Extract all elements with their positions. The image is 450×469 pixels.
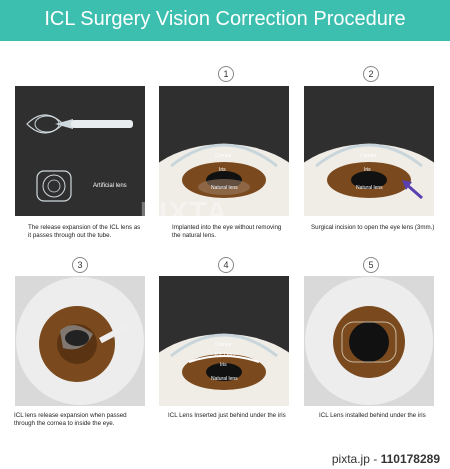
caption-lens-expansion: ICL lens release expansion when passed t… — [14, 412, 127, 427]
step-number-3: 3 — [72, 257, 88, 273]
footer-brand: pixta.jp — [331, 452, 370, 466]
panel-eye-front-installed — [304, 276, 434, 406]
eye-cross-section-1 — [159, 143, 289, 216]
cornea-label: Cornea — [215, 342, 232, 348]
eye-cross-section-icl — [159, 333, 289, 406]
eye-cross-section-2 — [304, 143, 434, 216]
eye-front-installed — [305, 277, 433, 405]
footer: pixta.jp - 110178289 — [0, 449, 450, 469]
panel-lens-injector: Artificial lens — [15, 86, 145, 216]
page-title: ICL Surgery Vision Correction Procedure — [44, 8, 406, 30]
icl-lens-label: ICL Lens — [215, 352, 235, 358]
caption-icl-installed: ICL Lens installed behind under the iris — [319, 412, 426, 419]
caption-icl-inserted: ICL Lens Inserted just behind under the … — [168, 412, 286, 419]
panel-eye-cross-section-icl: Cornea ICL Lens Iris Natural lens — [159, 276, 289, 406]
cornea-label: Cornea — [215, 153, 232, 159]
caption-implanted: Implanted into the eye without removing … — [172, 224, 282, 239]
watermark: FIXTA — [140, 196, 229, 227]
step-number-1: 1 — [218, 66, 234, 82]
cornea-label: Cornea — [360, 153, 377, 159]
panel-eye-cross-section-1: Cornea Iris Natural lens — [159, 86, 289, 216]
step-number-5: 5 — [363, 257, 379, 273]
eye-front-injector — [16, 277, 144, 405]
caption-lens-release: The release expansion of the ICL lens as… — [28, 224, 141, 239]
footer-credit: pixta.jp - 110178289 — [332, 452, 440, 466]
caption-incision: Surgical incision to open the eye lens (… — [311, 224, 435, 231]
step-number-4: 4 — [218, 257, 234, 273]
artificial-lens-label: Artificial lens — [93, 183, 127, 189]
natural-lens-label: Natural lens — [211, 185, 238, 191]
iris-label: Iris — [220, 362, 227, 368]
footer-id: 110178289 — [380, 452, 440, 466]
iris-label: Iris — [219, 167, 226, 173]
natural-lens-label: Natural lens — [356, 185, 383, 191]
step-number-2: 2 — [363, 66, 379, 82]
panel-eye-cross-section-2: Cornea Iris Natural lens — [304, 86, 434, 216]
natural-lens-label: Natural lens — [211, 376, 238, 382]
footer-separator: - — [373, 452, 378, 466]
lens-injector-illustration — [26, 114, 133, 202]
panel-eye-front-injector — [15, 276, 145, 406]
iris-label: Iris — [364, 167, 371, 173]
title-banner: ICL Surgery Vision Correction Procedure — [0, 0, 450, 41]
